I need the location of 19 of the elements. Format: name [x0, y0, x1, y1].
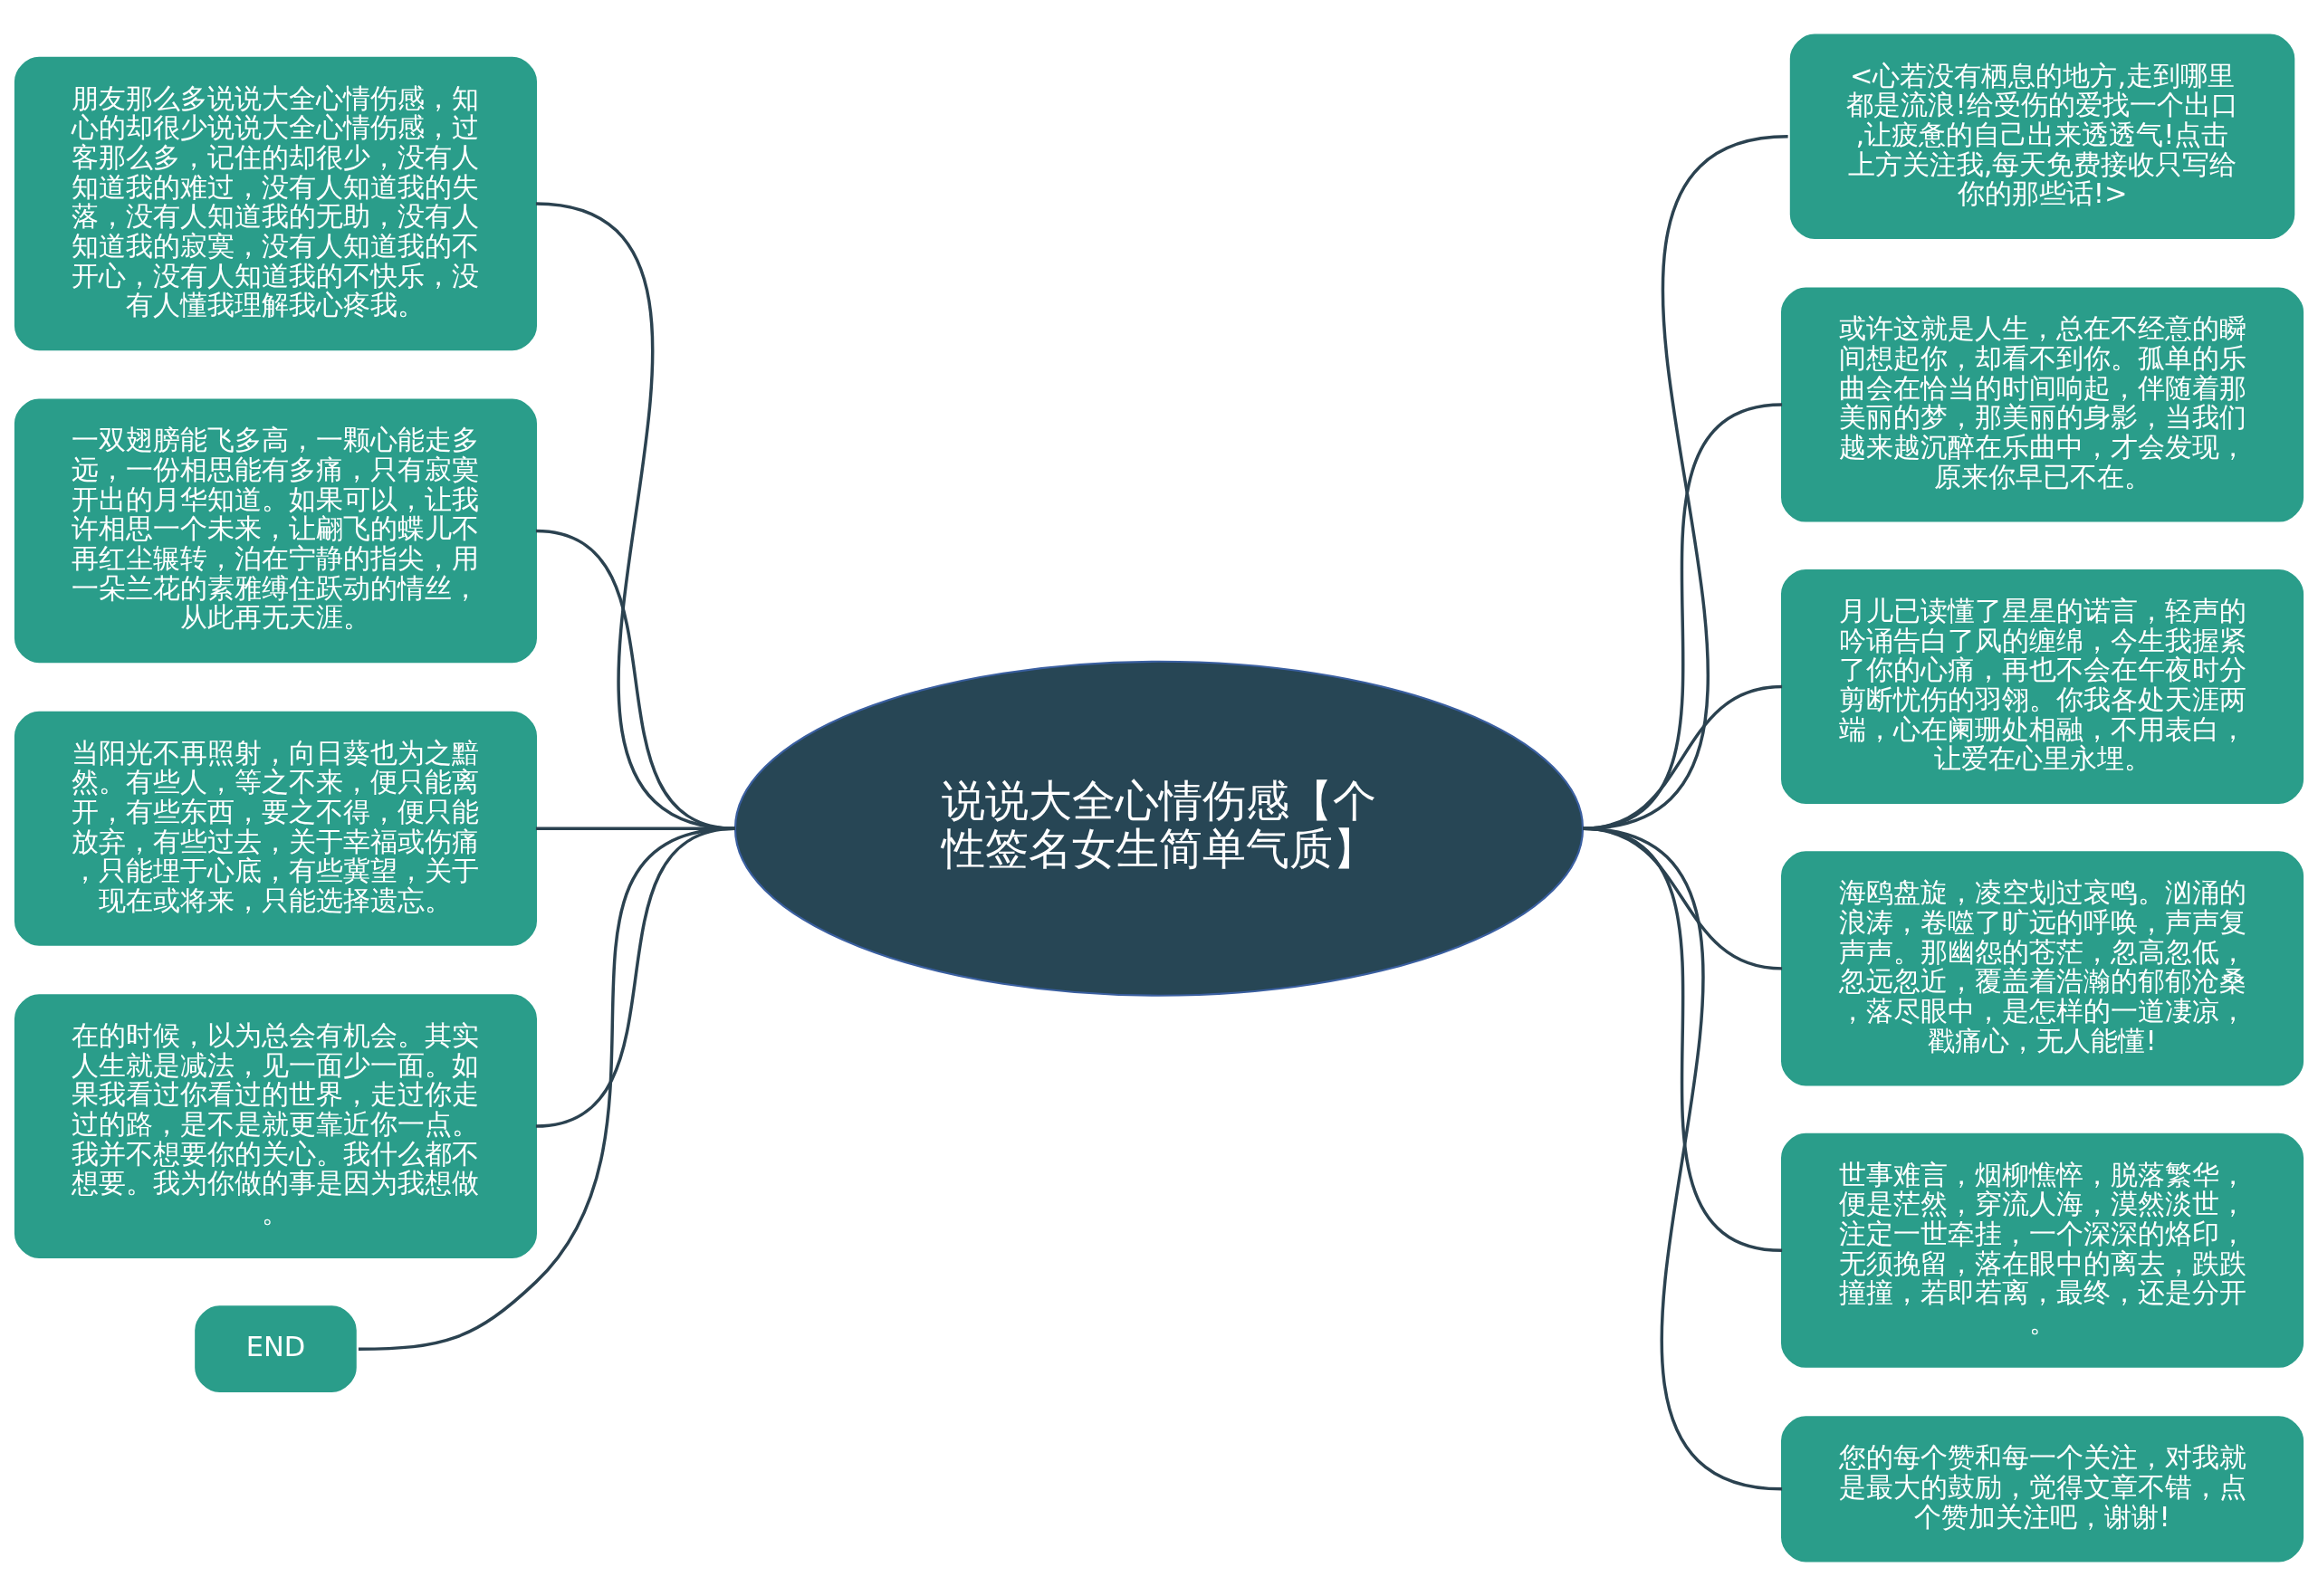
connector: [1582, 403, 1783, 830]
node-box: 海鸥盘旋，凌空划过哀鸣。汹涌的浪涛，卷噬了旷远的呼唤，声声复声声。那幽怨的苍茫，忽高忽低，忽远忽近，覆盖着浩瀚的郁郁沧桑，落尽眼中，是怎样的一道凄凉，戳痛心，无人能懂!: [1781, 851, 2304, 1086]
connector: [535, 529, 736, 830]
node-box: 或许这就是人生，总在不经意的瞬间想起你，却看不到你。孤单的乐曲会在恰当的时间响起，伴随着那美丽的梦，那美丽的身影，当我们越来越沉醉在乐曲中，才会发现，原来你早已不在。: [1781, 287, 2304, 522]
node-box: END: [195, 1305, 357, 1393]
node-box: 您的每个赞和每一个关注，对我就是最大的鼓励，觉得文章不错，点个赞加关注吧，谢谢!: [1781, 1416, 2304, 1563]
node-box: 当阳光不再照射，向日葵也为之黯然。有些人，等之不来，便只能离开，有些东西，要之不得，便只能放弃，有些过去，关于幸福或伤痛，只能埋于心底，有些冀望，关于现在或将来，只能选择遗忘。: [14, 711, 537, 946]
node-box: <心若没有栖息的地方,走到哪里都是流浪!给受伤的爱找一个出口,让疲惫的自己出来透透气!点击上方关注我,每天免费接收只写给你的那些话!>: [1789, 33, 2295, 240]
node-ellipse: 说说大全心情伤感【个性签名女生简单气质】: [733, 660, 1585, 997]
connector: [1582, 684, 1783, 830]
node-box: 一双翅膀能飞多高，一颗心能走多远，一份相思能有多痛，只有寂寞开出的月华知道。如果可以，让我许相思一个未来，让翩飞的蝶儿不再红尘辗转，泊在宁静的指尖，用一朵兰花的素雅缚住跃动的情丝，从此再无天涯。: [14, 398, 537, 664]
connector: [358, 827, 736, 1351]
node-box: 月儿已读懂了星星的诺言，轻声的吟诵告白了风的缠绵，今生我握紧了你的心痛，再也不会在午夜时分剪断忧伤的羽翎。你我各处天涯两端，心在阑珊处相融，不用表白，让爱在心里永埋。: [1781, 569, 2304, 805]
connector: [535, 202, 736, 830]
node-box: 朋友那么多说说大全心情伤感，知心的却很少说说大全心情伤感，过客那么多，记住的却很少，没有人知道我的难过，没有人知道我的失落，没有人知道我的无助，没有人知道我的寂寞，没有人知道我的不开心，没有人知道我的不快乐，没有人懂我理解我心疼我。: [14, 56, 537, 351]
connector: [1582, 135, 1788, 830]
connector: [1582, 827, 1783, 1491]
node-box: 世事难言，烟柳憔悴，脱落繁华，便是茫然，穿流人海，漠然淡世，注定一世牵挂，一个深深的烙印，无须挽留，落在眼中的离去，跌跌撞撞，若即若离，最终，还是分开。: [1781, 1132, 2304, 1368]
node-box: 在的时候，以为总会有机会。其实人生就是减法，见一面少一面。如果我看过你看过的世界，走过你走过的路，是不是就更靠近你一点。我并不想要你的关心。我什么都不想要。我为你做的事是因为我想做。: [14, 994, 537, 1258]
